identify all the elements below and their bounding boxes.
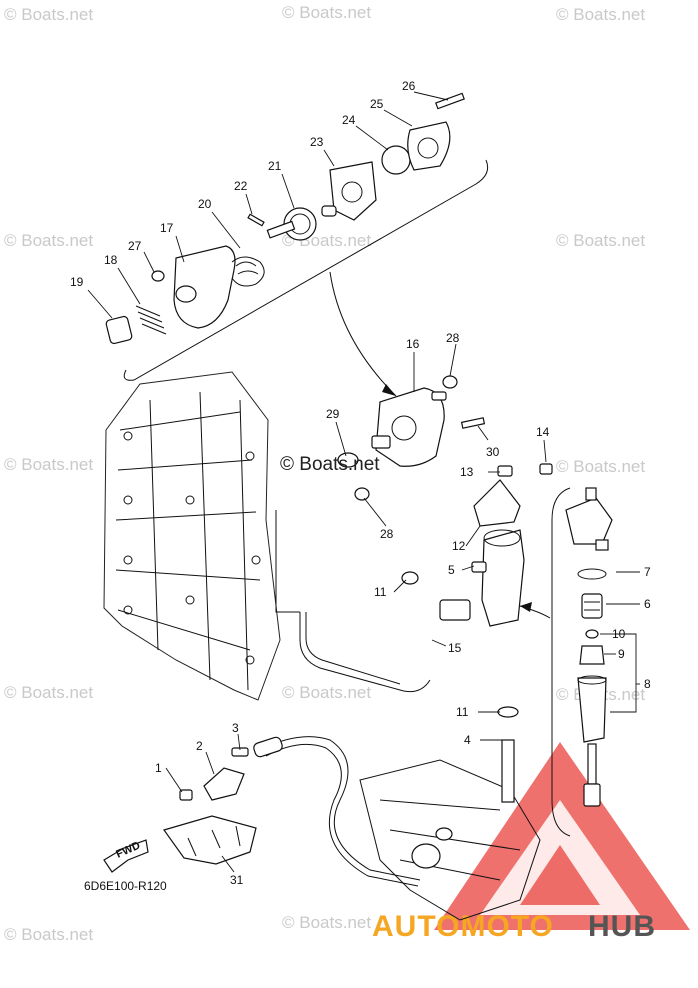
watermark: © Boats.net xyxy=(4,683,93,702)
callout: 31 xyxy=(230,873,244,887)
callout: 26 xyxy=(402,79,416,93)
filter-parts xyxy=(565,487,613,807)
callout: 11 xyxy=(374,585,387,599)
callout: 5 xyxy=(448,563,455,577)
callout: 28 xyxy=(380,527,394,541)
callouts: 1 2 3 4 5 6 7 8 9 10 11 11 12 13 14 15 1… xyxy=(70,79,651,887)
watermark: © Boats.net xyxy=(282,3,371,22)
callout: 9 xyxy=(618,647,625,661)
brand-logo: AUTOMOTO HUB xyxy=(372,742,690,943)
explode-arrow xyxy=(329,271,397,397)
engine-lower xyxy=(359,759,541,921)
callout: 16 xyxy=(406,337,420,351)
center-watermark: © Boats.net xyxy=(280,454,380,475)
brand-part1: AUTOMOTO xyxy=(372,910,554,943)
callout: 6 xyxy=(644,597,651,611)
callout: 2 xyxy=(196,739,203,753)
callout: 29 xyxy=(326,407,340,421)
watermark: © Boats.net xyxy=(282,913,371,932)
pump-assembly xyxy=(337,375,486,501)
watermark: © Boats.net xyxy=(556,457,645,476)
callout: 12 xyxy=(452,539,466,553)
callout: 27 xyxy=(128,239,142,253)
watermark: © Boats.net xyxy=(282,683,371,702)
callout: 21 xyxy=(268,159,282,173)
exploded-frame xyxy=(123,159,489,381)
callout: 7 xyxy=(644,565,651,579)
callout: 13 xyxy=(460,465,474,479)
diagram-code: 6D6E100-R120 xyxy=(84,879,167,893)
callout: 10 xyxy=(612,627,626,641)
callout: 4 xyxy=(464,733,471,747)
callout: 22 xyxy=(234,179,248,193)
callout: 3 xyxy=(232,721,239,735)
callout: 15 xyxy=(448,641,462,655)
watermark: © Boats.net xyxy=(4,231,93,250)
callout: 14 xyxy=(536,425,550,439)
watermarks: © Boats.net © Boats.net © Boats.net © Bo… xyxy=(4,3,645,944)
callout: 28 xyxy=(446,331,460,345)
callout: 18 xyxy=(104,253,118,267)
bottom-left-parts: FWD 6D6E100-R120 xyxy=(84,736,283,893)
callout: 1 xyxy=(155,761,162,775)
watermark: © Boats.net xyxy=(4,5,93,24)
callout: 23 xyxy=(310,135,324,149)
watermark: © Boats.net xyxy=(556,231,645,250)
callout: 8 xyxy=(644,677,651,691)
leader-lines xyxy=(87,91,640,873)
callout: 25 xyxy=(370,97,384,111)
callout: 19 xyxy=(70,275,84,289)
callout: 30 xyxy=(486,445,500,459)
watermark: © Boats.net xyxy=(4,925,93,944)
brand-part2: HUB xyxy=(588,910,656,943)
filter-frame xyxy=(551,487,571,837)
callout: 24 xyxy=(342,113,356,127)
callout: 20 xyxy=(198,197,212,211)
callout: 17 xyxy=(160,221,174,235)
pump-parts xyxy=(105,92,465,345)
callout: 11 xyxy=(456,705,469,719)
fuel-filter-assembly xyxy=(401,463,553,718)
hoses xyxy=(259,258,515,887)
watermark: © Boats.net xyxy=(556,5,645,24)
cylinder-block xyxy=(103,371,281,701)
watermark: © Boats.net xyxy=(4,455,93,474)
